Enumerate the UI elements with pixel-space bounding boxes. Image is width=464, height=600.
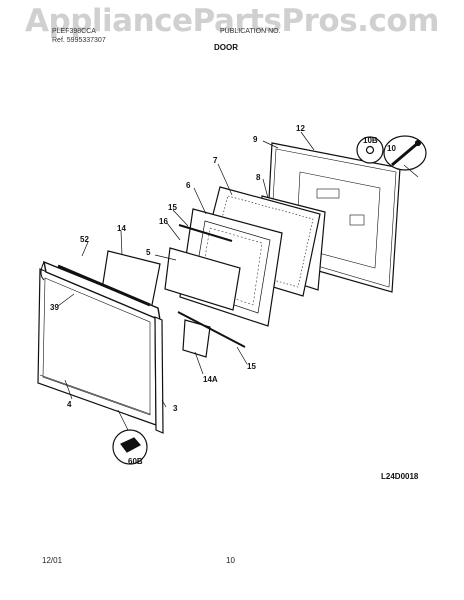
footer-page-number: 10 [226, 556, 235, 565]
callout-label: 12 [296, 124, 305, 133]
callout-label: 6 [186, 181, 191, 190]
callout-label: 60B [128, 457, 143, 466]
callout-label: 15 [168, 203, 177, 212]
callout-label: 7 [213, 156, 218, 165]
washer-detail [356, 136, 384, 164]
inner-glass [164, 247, 241, 311]
model-number: PLEF398CCA [52, 28, 96, 35]
callout-label: 16 [159, 217, 168, 226]
callout-label: 10B [363, 136, 378, 145]
callout-label: 9 [253, 135, 258, 144]
callout-label: 8 [256, 173, 261, 182]
callout-label: 14 [117, 224, 126, 233]
callout-label: 4 [67, 400, 72, 409]
callout-label: 3 [173, 404, 178, 413]
site-watermark: AppliancePartsPros.com [25, 3, 439, 39]
screw-60b-detail [112, 429, 148, 465]
section-title: DOOR [214, 43, 238, 52]
callout-label: 39 [50, 303, 59, 312]
callout-label: 5 [146, 248, 151, 257]
callout-label: 10 [387, 144, 396, 153]
screw-detail [383, 135, 427, 171]
callout-label: 14A [203, 375, 218, 384]
footer-date: 12/01 [42, 556, 63, 565]
callout-labels: 9 12 10B 10 7 8 6 15 16 14 52 5 39 4 14A… [50, 124, 396, 466]
side-trim [154, 316, 164, 434]
diagram-code: L24D0018 [381, 472, 419, 481]
publication-label: PUBLICATION NO. [220, 28, 281, 35]
reference-number: Ref. 5995337307 [52, 37, 106, 44]
callout-label: 15 [247, 362, 256, 371]
callout-label: 52 [80, 235, 89, 244]
